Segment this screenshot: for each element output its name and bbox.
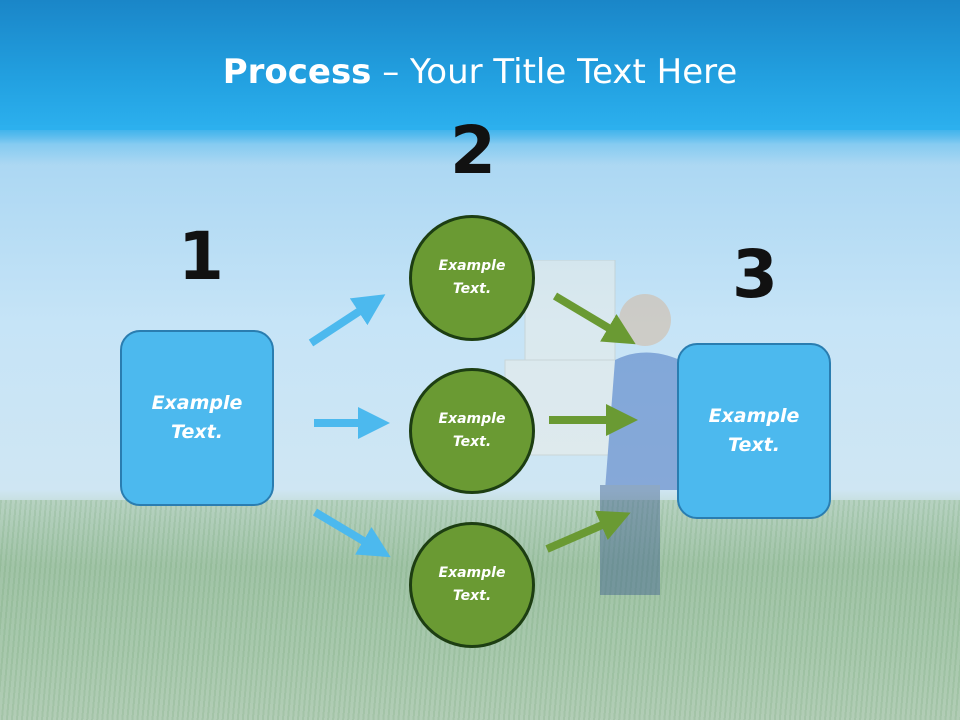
step-number-2: 2 [450, 112, 496, 189]
step-number-3: 3 [732, 236, 778, 313]
circle-middle-text: Example Text. [438, 411, 506, 450]
green-arrow-up [545, 510, 631, 553]
green-arrow-down [552, 292, 636, 345]
left-box-text: Example Text. [151, 392, 243, 443]
right-box-text: Example Text. [708, 405, 800, 456]
step-number-1: 1 [178, 218, 224, 295]
circle-bottom: Example Text. [409, 522, 535, 648]
circle-top: Example Text. [409, 215, 535, 341]
blue-arrow-down [312, 508, 391, 558]
circle-top-text: Example Text. [438, 258, 506, 297]
title-bold: Process [222, 52, 372, 92]
slide-title: Process – Your Title Text Here [0, 52, 960, 92]
header-fade [0, 125, 960, 165]
blue-arrow-up [308, 294, 386, 347]
right-text-box: Example Text. [677, 343, 831, 519]
header-band [0, 0, 960, 130]
left-text-box: Example Text. [120, 330, 274, 506]
title-rest: – Your Title Text Here [371, 52, 738, 92]
circle-bottom-text: Example Text. [438, 565, 506, 604]
circle-middle: Example Text. [409, 368, 535, 494]
